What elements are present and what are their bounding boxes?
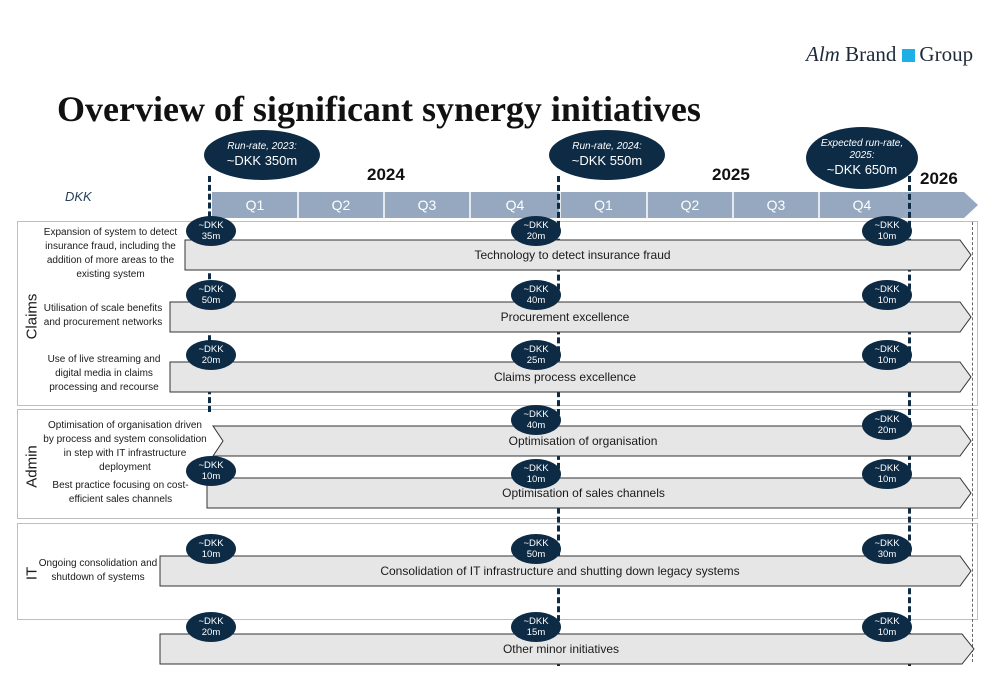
quarter-label: Q1 — [594, 197, 613, 213]
page-title: Overview of significant synergy initiati… — [57, 89, 701, 129]
initiative-arrow — [159, 555, 972, 587]
run-rate-value: ~DKK 650m — [826, 162, 898, 177]
initiative-arrow — [169, 361, 972, 393]
year-label-2025: 2025 — [712, 165, 750, 184]
initiative-name: Procurement excellence — [500, 310, 630, 324]
quarter-bar-2026 — [902, 192, 978, 218]
run-rate-badge: Expected run-rate, 2025: ~DKK 650m — [806, 127, 918, 189]
run-rate-label: Run-rate, 2024: — [572, 141, 642, 152]
initiative-description: Optimisation of organisation driven by p… — [43, 420, 207, 473]
initiative-name: Other minor initiatives — [502, 642, 620, 656]
initiative-description: Use of live streaming and digital media … — [47, 354, 161, 393]
initiative-arrow — [206, 477, 972, 509]
unit-label: DKK — [65, 189, 92, 204]
initiative-arrow — [159, 633, 975, 665]
run-rate-label: Run-rate, 2023: — [227, 141, 297, 152]
initiative-description: Best practice focusing on cost-efficient… — [52, 480, 189, 505]
quarter-bar-main — [212, 192, 912, 218]
logo-alm: Alm — [806, 42, 840, 66]
alm-brand-logo: Alm Brand Group — [806, 42, 973, 67]
timeline-end-line — [972, 222, 973, 662]
logo-square-icon — [902, 49, 916, 62]
initiative-description: Ongoing consolidation and shutdown of sy… — [38, 558, 158, 583]
initiative-description: Expansion of system to detect insurance … — [43, 227, 178, 280]
run-rate-badge: Run-rate, 2024: ~DKK 550m — [549, 130, 665, 180]
section-label-admin: Admin — [23, 445, 41, 488]
quarter-timeline-bar — [212, 192, 978, 218]
initiative-arrow — [169, 301, 972, 333]
initiative-arrow — [212, 425, 972, 457]
run-rate-label: Expected run-rate, 2025: — [820, 138, 904, 161]
run-rate-value: ~DKK 550m — [571, 153, 643, 168]
run-rate-badge: Run-rate, 2023: ~DKK 350m — [204, 130, 320, 180]
quarter-label: Q3 — [766, 197, 786, 213]
year-label-2024: 2024 — [367, 165, 405, 184]
quarter-label: Q1 — [245, 197, 265, 213]
initiative-name: Technology to detect insurance fraud — [474, 248, 671, 262]
initiative-name: Optimisation of sales channels — [502, 486, 665, 500]
initiative-description: Utilisation of scale benefits and procur… — [43, 303, 163, 328]
initiative-name: Consolidation of IT infrastructure and s… — [380, 564, 740, 578]
quarter-label: Q2 — [680, 197, 700, 213]
initiative-name: Optimisation of organisation — [508, 434, 658, 448]
quarter-label: Q2 — [331, 197, 351, 213]
initiative-arrow — [184, 239, 972, 271]
year-label-2026: 2026 — [920, 169, 958, 188]
initiative-name: Claims process excellence — [493, 370, 637, 384]
run-rate-value: ~DKK 350m — [226, 153, 298, 168]
logo-group: Group — [919, 42, 974, 66]
quarter-label: Q3 — [417, 197, 437, 213]
logo-brand: Brand — [845, 42, 897, 66]
quarter-label: Q4 — [852, 197, 872, 213]
quarter-label: Q4 — [505, 197, 525, 213]
